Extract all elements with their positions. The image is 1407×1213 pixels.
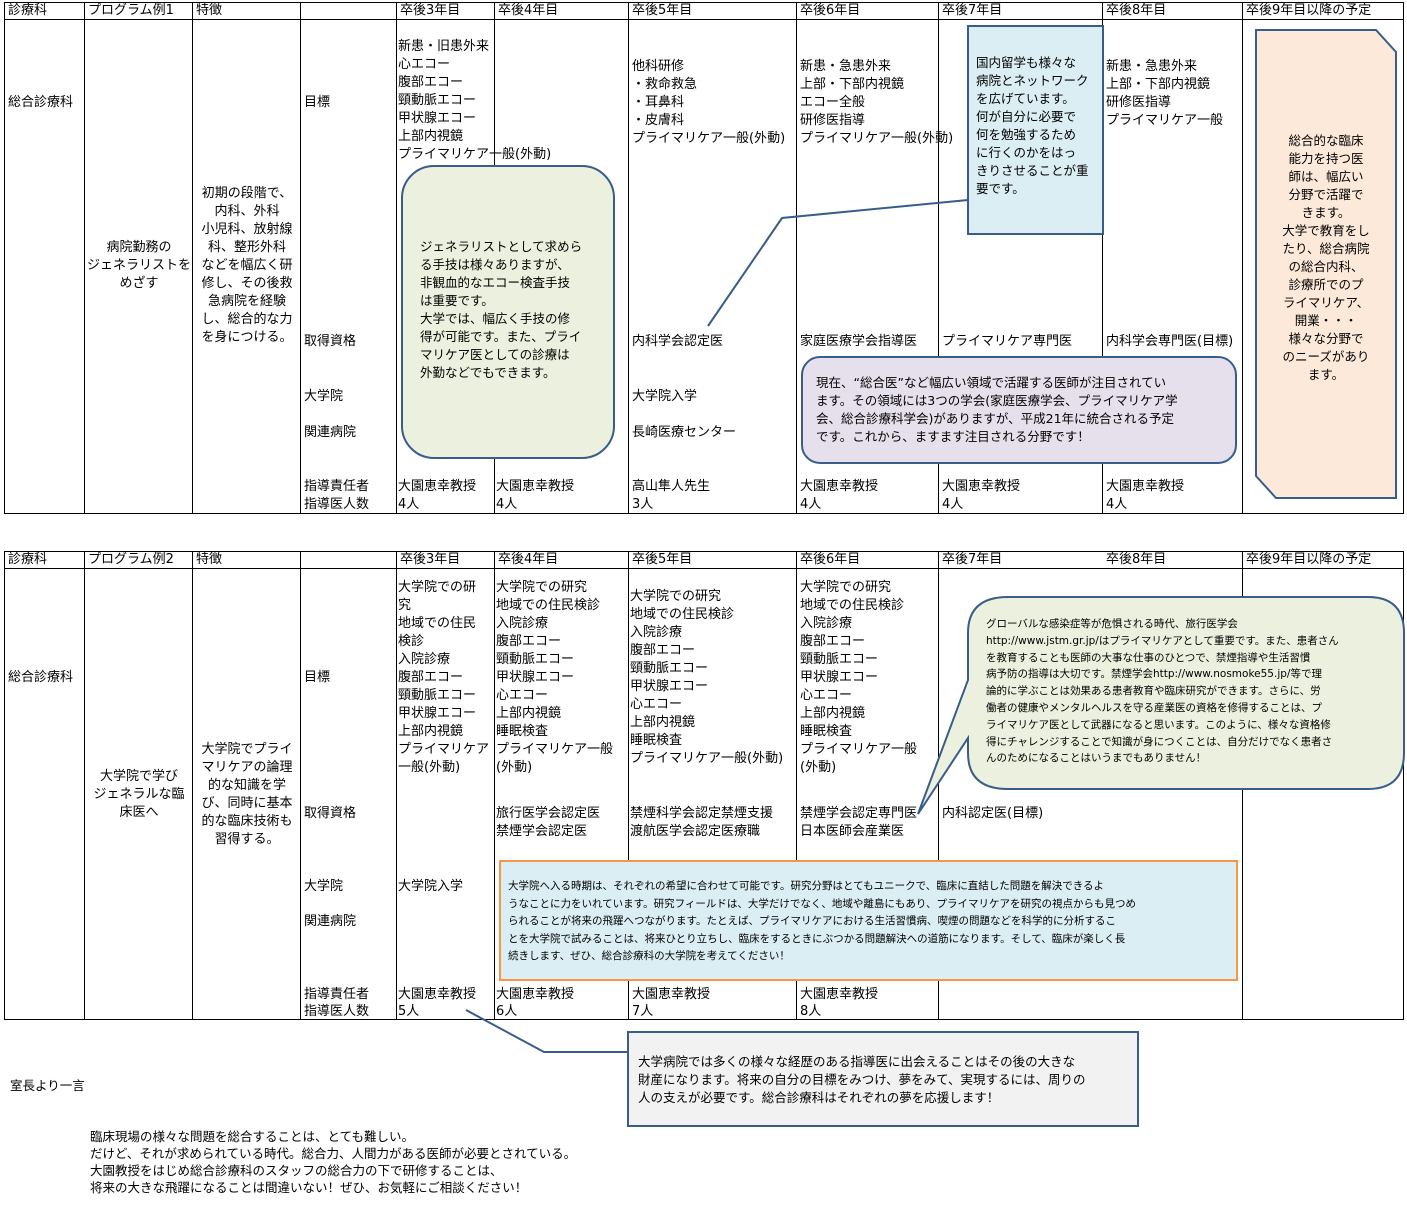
row-label-qualification: 取得資格 [304,806,357,821]
goal-year-3: 大学院での研 究 地域での住民 検診 入院診療 腹部エコー 頸動脈エコー 甲状腺… [398,580,490,775]
row-label-graduate: 大学院 [304,879,344,894]
callout-bubble [801,356,1237,464]
goal-year-6: 新患・急患外来 上部・下部内視鏡 エコー全般 研修医指導 プライマリケア一般(外… [800,59,954,146]
count-year-8: 4人 [1106,497,1128,512]
header-year-7: 卒後7年目 [942,3,1003,18]
count-year-3: 4人 [398,497,420,512]
header-year-5: 卒後5年目 [632,552,693,567]
callout-domestic-study: 国内留学も様々な 病院とネットワーク を広げています。 何が自分に必要で 何を勉… [976,55,1089,196]
count-year-5: 3人 [632,497,654,512]
qual-year-7: 内科認定医(目標) [942,806,1044,821]
qual-year-5: 禁煙科学会認定禁煙支援 渡航医学会認定医療職 [630,806,774,839]
callout-bubble [499,860,1238,981]
header-year-3: 卒後3年目 [400,3,461,18]
count-year-4: 4人 [496,497,518,512]
header-year-4: 卒後4年目 [498,552,559,567]
mentor-year-4: 大園恵幸教授 [496,987,575,1002]
mentor-year-6: 大園恵幸教授 [800,479,879,494]
header-year-6: 卒後6年目 [800,552,861,567]
dept-cell: 総合診療科 [8,670,74,685]
header-year-4: 卒後4年目 [498,3,559,18]
goal-year-3: 新患・旧患外来 心エコー 腹部エコー 頸動脈エコー 甲状腺エコー 上部内視鏡 プ… [398,39,552,162]
goal-year-8: 新患・急患外来 上部・下部内視鏡 研修医指導 プライマリケア一般 [1106,59,1224,128]
goal-year-6: 大学院での研究 地域での住民検診 入院診療 腹部エコー 頸動脈エコー 甲状腺エコ… [800,580,918,775]
row-label-mentor: 指導責任者 [304,479,370,494]
mentor-year-3: 大園恵幸教授 [398,987,477,1002]
goal-year-4: 大学院での研究 地域での住民検診 入院診療 腹部エコー 頸動脈エコー 甲状腺エコ… [496,580,614,775]
row-label-count: 指導医人数 [304,497,370,512]
footer-message: 室長より一言 臨床現場の様々な問題を総合することは、とても難しい。 だけど、それ… [10,1043,576,1213]
hospital-year-5: 長崎医療センター [632,425,737,440]
mentor-year-8: 大園恵幸教授 [1106,479,1185,494]
header-year-6: 卒後6年目 [800,3,861,18]
count-year-5: 7人 [632,1004,654,1019]
row-label-mentor: 指導責任者 [304,987,370,1002]
header-feature: 特徴 [196,3,223,18]
callout-bubble [917,596,1405,815]
row-label-graduate: 大学院 [304,389,344,404]
header-year-9plus: 卒後9年目以降の予定 [1246,3,1372,18]
dept-cell: 総合診療科 [8,95,74,110]
header-year-9plus: 卒後9年目以降の予定 [1246,552,1372,567]
program-cell: 病院勤務の ジェネラリストを めざす [86,240,191,291]
feature-cell: 大学院でプライ マリケアの論理 的な知識を学 び、同時に基本 的な臨床技術も 習… [201,742,293,847]
qual-year-5: 内科学会認定医 [632,334,724,349]
header-year-5: 卒後5年目 [632,3,693,18]
callout-generalist: ジェネラリストとして求めら る手技は様々ありますが、 非観血的なエコー検査手技 … [420,239,583,380]
qual-year-6: 禁煙学会認定専門医 日本医師会産業医 [800,806,918,839]
qual-year-8: 内科学会専門医(目標) [1106,334,1234,349]
header-program: プログラム例1 [88,3,174,18]
row-label-goal: 目標 [304,670,331,685]
row-label-count: 指導医人数 [304,1004,370,1019]
qual-year-6: 家庭医療学会指導医 [800,334,918,349]
callout-attention: 現在、“総合医”など幅広い領域で活躍する医師が注目されてい ます。その領域には3… [816,375,1178,444]
mentor-year-6: 大園恵幸教授 [800,987,879,1002]
graduate-year-5: 大学院入学 [632,389,698,404]
program-table-1: 診療科 プログラム例1 特徴 卒後3年目 卒後4年目 卒後5年目 卒後6年目 卒… [4,2,1404,514]
header-year-8: 卒後8年目 [1106,3,1167,18]
mentor-year-5: 高山隼人先生 [632,479,711,494]
program-cell: 大学院で学び ジェネラルな臨 床医へ [93,769,185,820]
header-program: プログラム例2 [88,552,174,567]
count-year-4: 6人 [496,1004,518,1019]
header-year-7: 卒後7年目 [942,552,1003,567]
count-year-3: 5人 [398,1004,420,1019]
row-label-qualification: 取得資格 [304,334,357,349]
row-label-goal: 目標 [304,95,331,110]
callout-bubble [967,25,1104,235]
qual-year-7: プライマリケア専門医 [942,334,1073,349]
callout-graduate-school: 大学院へ入る時期は、それぞれの希望に合わせて可能です。研究分野はとてもユニークで… [508,880,1137,962]
header-year-8: 卒後8年目 [1106,552,1167,567]
qual-year-4: 旅行医学会認定医 禁煙学会認定医 [496,806,601,839]
count-year-6: 8人 [800,1004,822,1019]
footer-title: 室長より一言 [10,1078,85,1093]
header-dept: 診療科 [8,552,48,567]
callout-bubble [627,1031,1139,1127]
graduate-year-3: 大学院入学 [398,879,464,894]
header-feature: 特徴 [196,552,223,567]
callout-bubble [401,165,615,459]
header-year-3: 卒後3年目 [400,552,461,567]
mentor-year-7: 大園恵幸教授 [942,479,1021,494]
row-label-hospital: 関連病院 [304,425,357,440]
callout-future-career: 総合的な臨床 能力を持つ医 師は、幅広い 分野で活躍で きます。 大学で教育をし… [1282,133,1370,382]
goal-year-5: 大学院での研究 地域での住民検診 入院診療 腹部エコー 頸動脈エコー 甲状腺エコ… [630,589,784,766]
connector-line [707,199,969,327]
callout-mentors: 大学病院では多くの様々な経歴のある指導医に出会えることはその後の大きな 財産にな… [638,1054,1086,1105]
count-year-6: 4人 [800,497,822,512]
connector-line [465,1009,628,1053]
goal-year-5: 他科研修 ・救命救急 ・耳鼻科 ・皮膚科 プライマリケア一般(外動) [632,59,786,146]
mentor-year-3: 大園恵幸教授 [398,479,477,494]
program-table-2: 診療科 プログラム例2 特徴 卒後3年目 卒後4年目 卒後5年目 卒後6年目 卒… [4,551,1404,1020]
callout-shapes [401,25,1405,1127]
feature-cell: 初期の段階で、 内科、外科 小児科、放射線 科、整形外科 などを幅広く研 修し、… [201,186,293,345]
header-dept: 診療科 [8,3,48,18]
mentor-year-5: 大園恵幸教授 [632,987,711,1002]
callout-global: グローバルな感染症等が危惧される時代、旅行医学会 http://www.jstm… [986,618,1339,765]
count-year-7: 4人 [942,497,964,512]
callout-bubble [1255,29,1397,499]
footer-body: 臨床現場の様々な問題を総合することは、とても難しい。 だけど、それが求められてい… [90,1129,577,1195]
row-label-hospital: 関連病院 [304,914,357,929]
mentor-year-4: 大園恵幸教授 [496,479,575,494]
